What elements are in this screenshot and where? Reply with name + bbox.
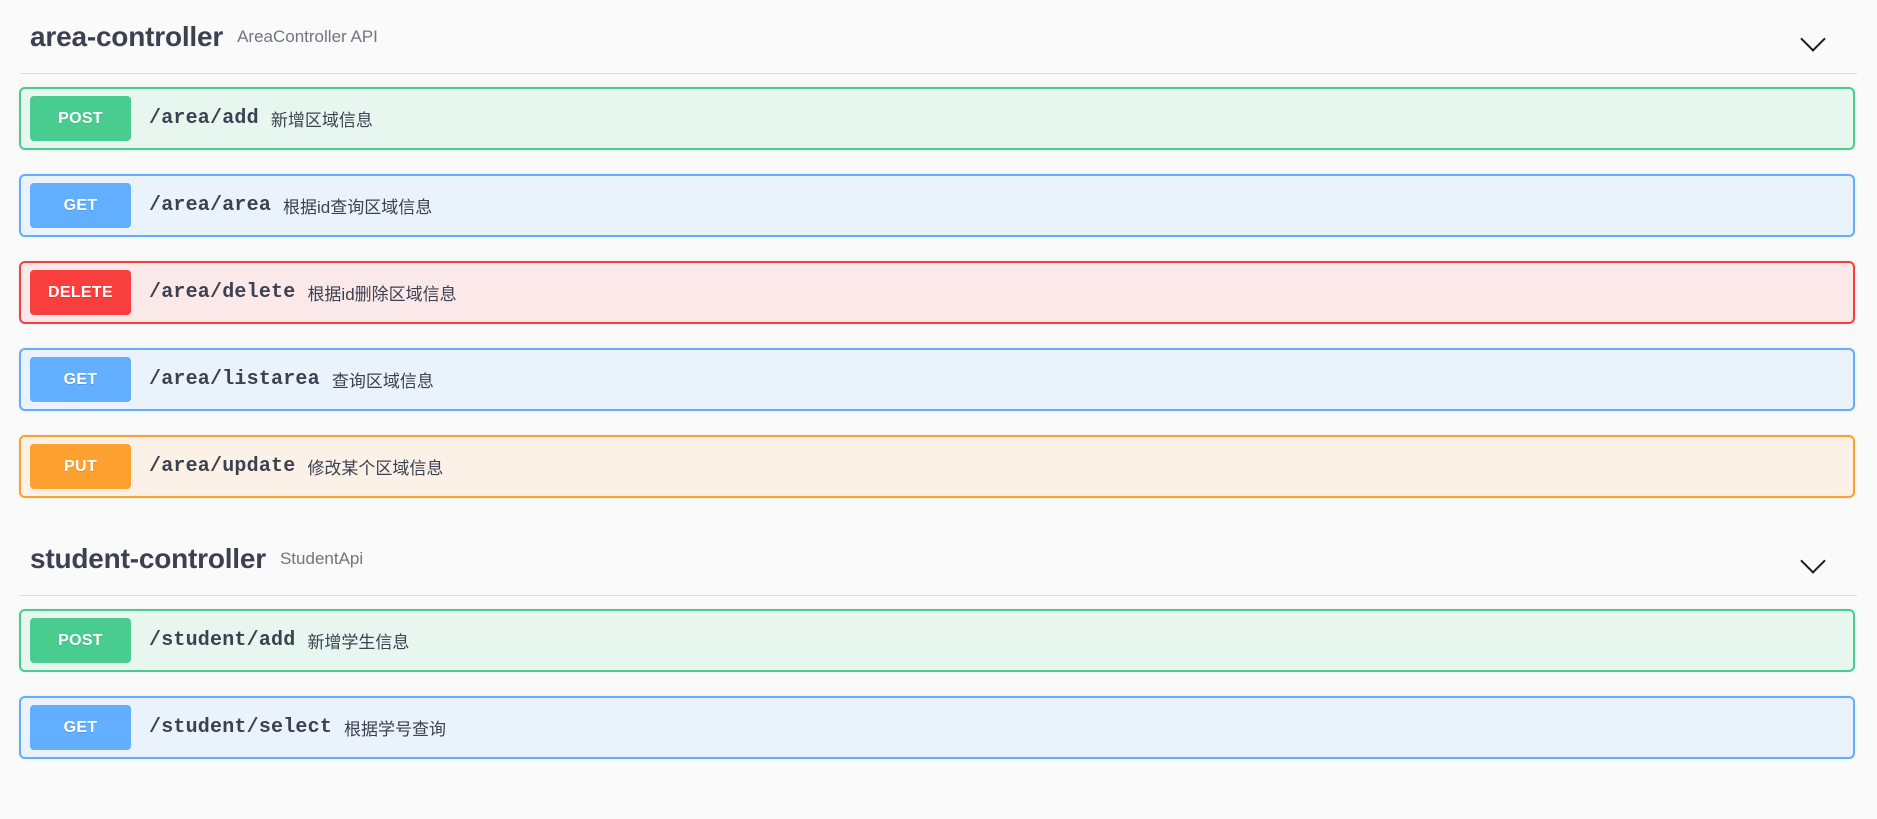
operation-path: /area/add — [149, 107, 259, 130]
http-method-badge: POST — [30, 96, 131, 141]
operation-row[interactable]: PUT /area/update 修改某个区域信息 — [19, 435, 1855, 498]
operation-list-area-controller: POST /area/add 新增区域信息 GET /area/area 根据i… — [0, 87, 1877, 498]
http-method-badge: GET — [30, 705, 131, 750]
operation-description: 根据学号查询 — [344, 720, 447, 739]
operation-summary: GET /area/area 根据id查询区域信息 — [21, 183, 1853, 228]
tag-description: AreaController API — [237, 27, 378, 46]
tag-header-area-controller[interactable]: area-controller AreaController API — [20, 0, 1857, 74]
operation-path: /student/select — [149, 716, 333, 739]
tag-section-student-controller: student-controller StudentApi POST /stud… — [0, 522, 1877, 759]
http-method-badge: POST — [30, 618, 131, 663]
operation-summary: POST /area/add 新增区域信息 — [21, 96, 1853, 141]
http-method-badge: GET — [30, 183, 131, 228]
operation-path: /area/delete — [149, 281, 296, 304]
operation-summary: GET /area/listarea 查询区域信息 — [21, 357, 1853, 402]
operation-row[interactable]: DELETE /area/delete 根据id删除区域信息 — [19, 261, 1855, 324]
operation-row[interactable]: GET /area/listarea 查询区域信息 — [19, 348, 1855, 411]
operation-summary: DELETE /area/delete 根据id删除区域信息 — [21, 270, 1853, 315]
swagger-operations-root: area-controller AreaController API POST … — [0, 0, 1877, 759]
operation-description: 新增区域信息 — [270, 111, 373, 130]
http-method-badge: GET — [30, 357, 131, 402]
tag-name: area-controller — [30, 20, 224, 52]
tag-description: StudentApi — [279, 549, 364, 568]
tag-section-area-controller: area-controller AreaController API POST … — [0, 0, 1877, 498]
tag-header-student-controller[interactable]: student-controller StudentApi — [20, 522, 1857, 596]
chevron-down-icon[interactable] — [1799, 22, 1829, 52]
operation-description: 新增学生信息 — [307, 633, 410, 652]
operation-summary: PUT /area/update 修改某个区域信息 — [21, 444, 1853, 489]
operation-summary: POST /student/add 新增学生信息 — [21, 618, 1853, 663]
http-method-badge: DELETE — [30, 270, 131, 315]
operation-list-student-controller: POST /student/add 新增学生信息 GET /student/se… — [0, 609, 1877, 759]
operation-description: 根据id删除区域信息 — [307, 285, 457, 304]
operation-row[interactable]: GET /area/area 根据id查询区域信息 — [19, 174, 1855, 237]
operation-description: 根据id查询区域信息 — [283, 198, 433, 217]
http-method-badge: PUT — [30, 444, 131, 489]
tag-name: student-controller — [30, 542, 266, 574]
operation-row[interactable]: GET /student/select 根据学号查询 — [19, 696, 1855, 759]
operation-path: /area/update — [149, 455, 296, 478]
operation-description: 查询区域信息 — [331, 372, 434, 391]
chevron-down-icon[interactable] — [1799, 544, 1829, 574]
operation-description: 修改某个区域信息 — [307, 459, 444, 478]
operation-row[interactable]: POST /area/add 新增区域信息 — [19, 87, 1855, 150]
operation-summary: GET /student/select 根据学号查询 — [21, 705, 1853, 750]
operation-path: /area/area — [149, 194, 272, 217]
operation-path: /student/add — [149, 629, 296, 652]
operation-path: /area/listarea — [149, 368, 320, 391]
operation-row[interactable]: POST /student/add 新增学生信息 — [19, 609, 1855, 672]
